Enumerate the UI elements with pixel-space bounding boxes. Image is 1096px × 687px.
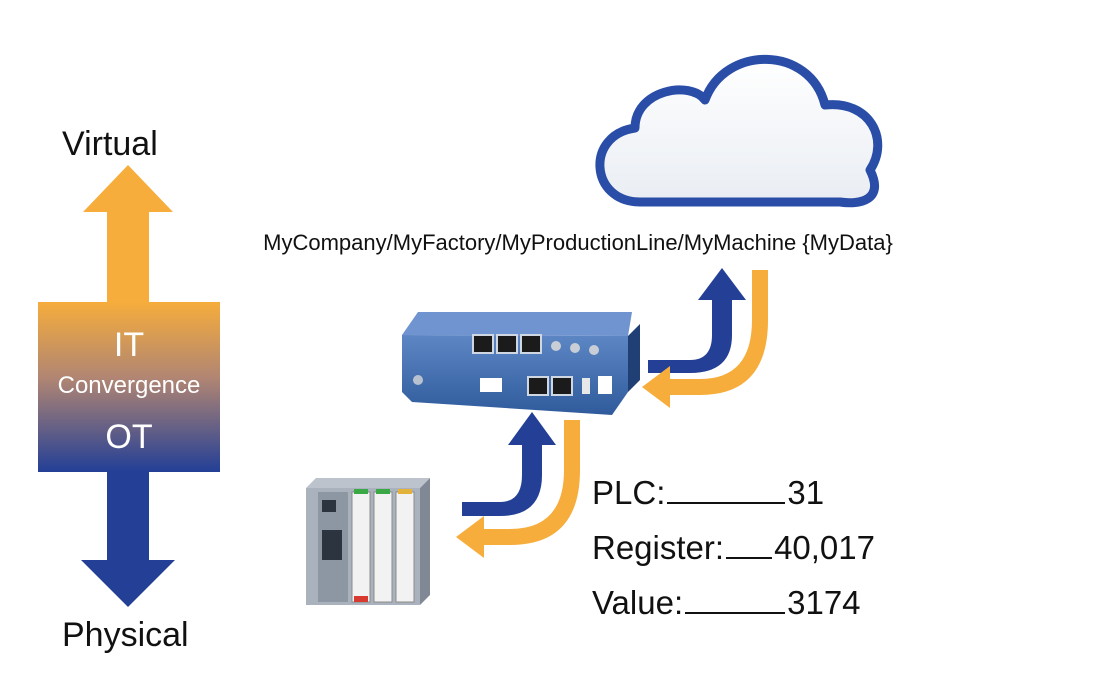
plc-row: PLC: 31 — [592, 474, 824, 512]
value-value: 3174 — [787, 584, 861, 621]
register-label: Register: — [592, 529, 725, 566]
virtual-label: Virtual — [62, 125, 158, 163]
plc-blank — [667, 501, 786, 504]
value-blank — [685, 611, 786, 614]
plc-uplink-arrow — [462, 412, 556, 516]
it-label: IT — [113, 326, 145, 364]
convergence-arrow — [38, 165, 220, 607]
gateway-device — [402, 312, 640, 415]
uplink-arrow — [648, 268, 746, 373]
down-arrow-head — [81, 472, 175, 607]
register-value: 40,017 — [774, 529, 875, 566]
value-row: Value: 3174 — [592, 584, 861, 622]
ot-label: OT — [105, 418, 153, 456]
downlink-arrow — [642, 270, 768, 408]
register-row: Register: 40,017 — [592, 529, 875, 567]
convergence-label: Convergence — [57, 372, 201, 399]
topic-path: MyCompany/MyFactory/MyProductionLine/MyM… — [263, 230, 893, 255]
plc-device — [306, 478, 430, 605]
plc-value: 31 — [787, 474, 825, 511]
plc-label: PLC: — [592, 474, 666, 511]
register-blank — [726, 556, 773, 559]
up-arrow-head — [83, 165, 173, 302]
value-label: Value: — [592, 584, 684, 621]
cloud-icon — [595, 54, 883, 208]
plc-link-arrows — [456, 412, 580, 558]
cloud-link-arrows — [642, 268, 768, 408]
convergence-box — [38, 302, 220, 472]
physical-label: Physical — [62, 616, 189, 654]
plc-downlink-arrow — [456, 420, 580, 558]
